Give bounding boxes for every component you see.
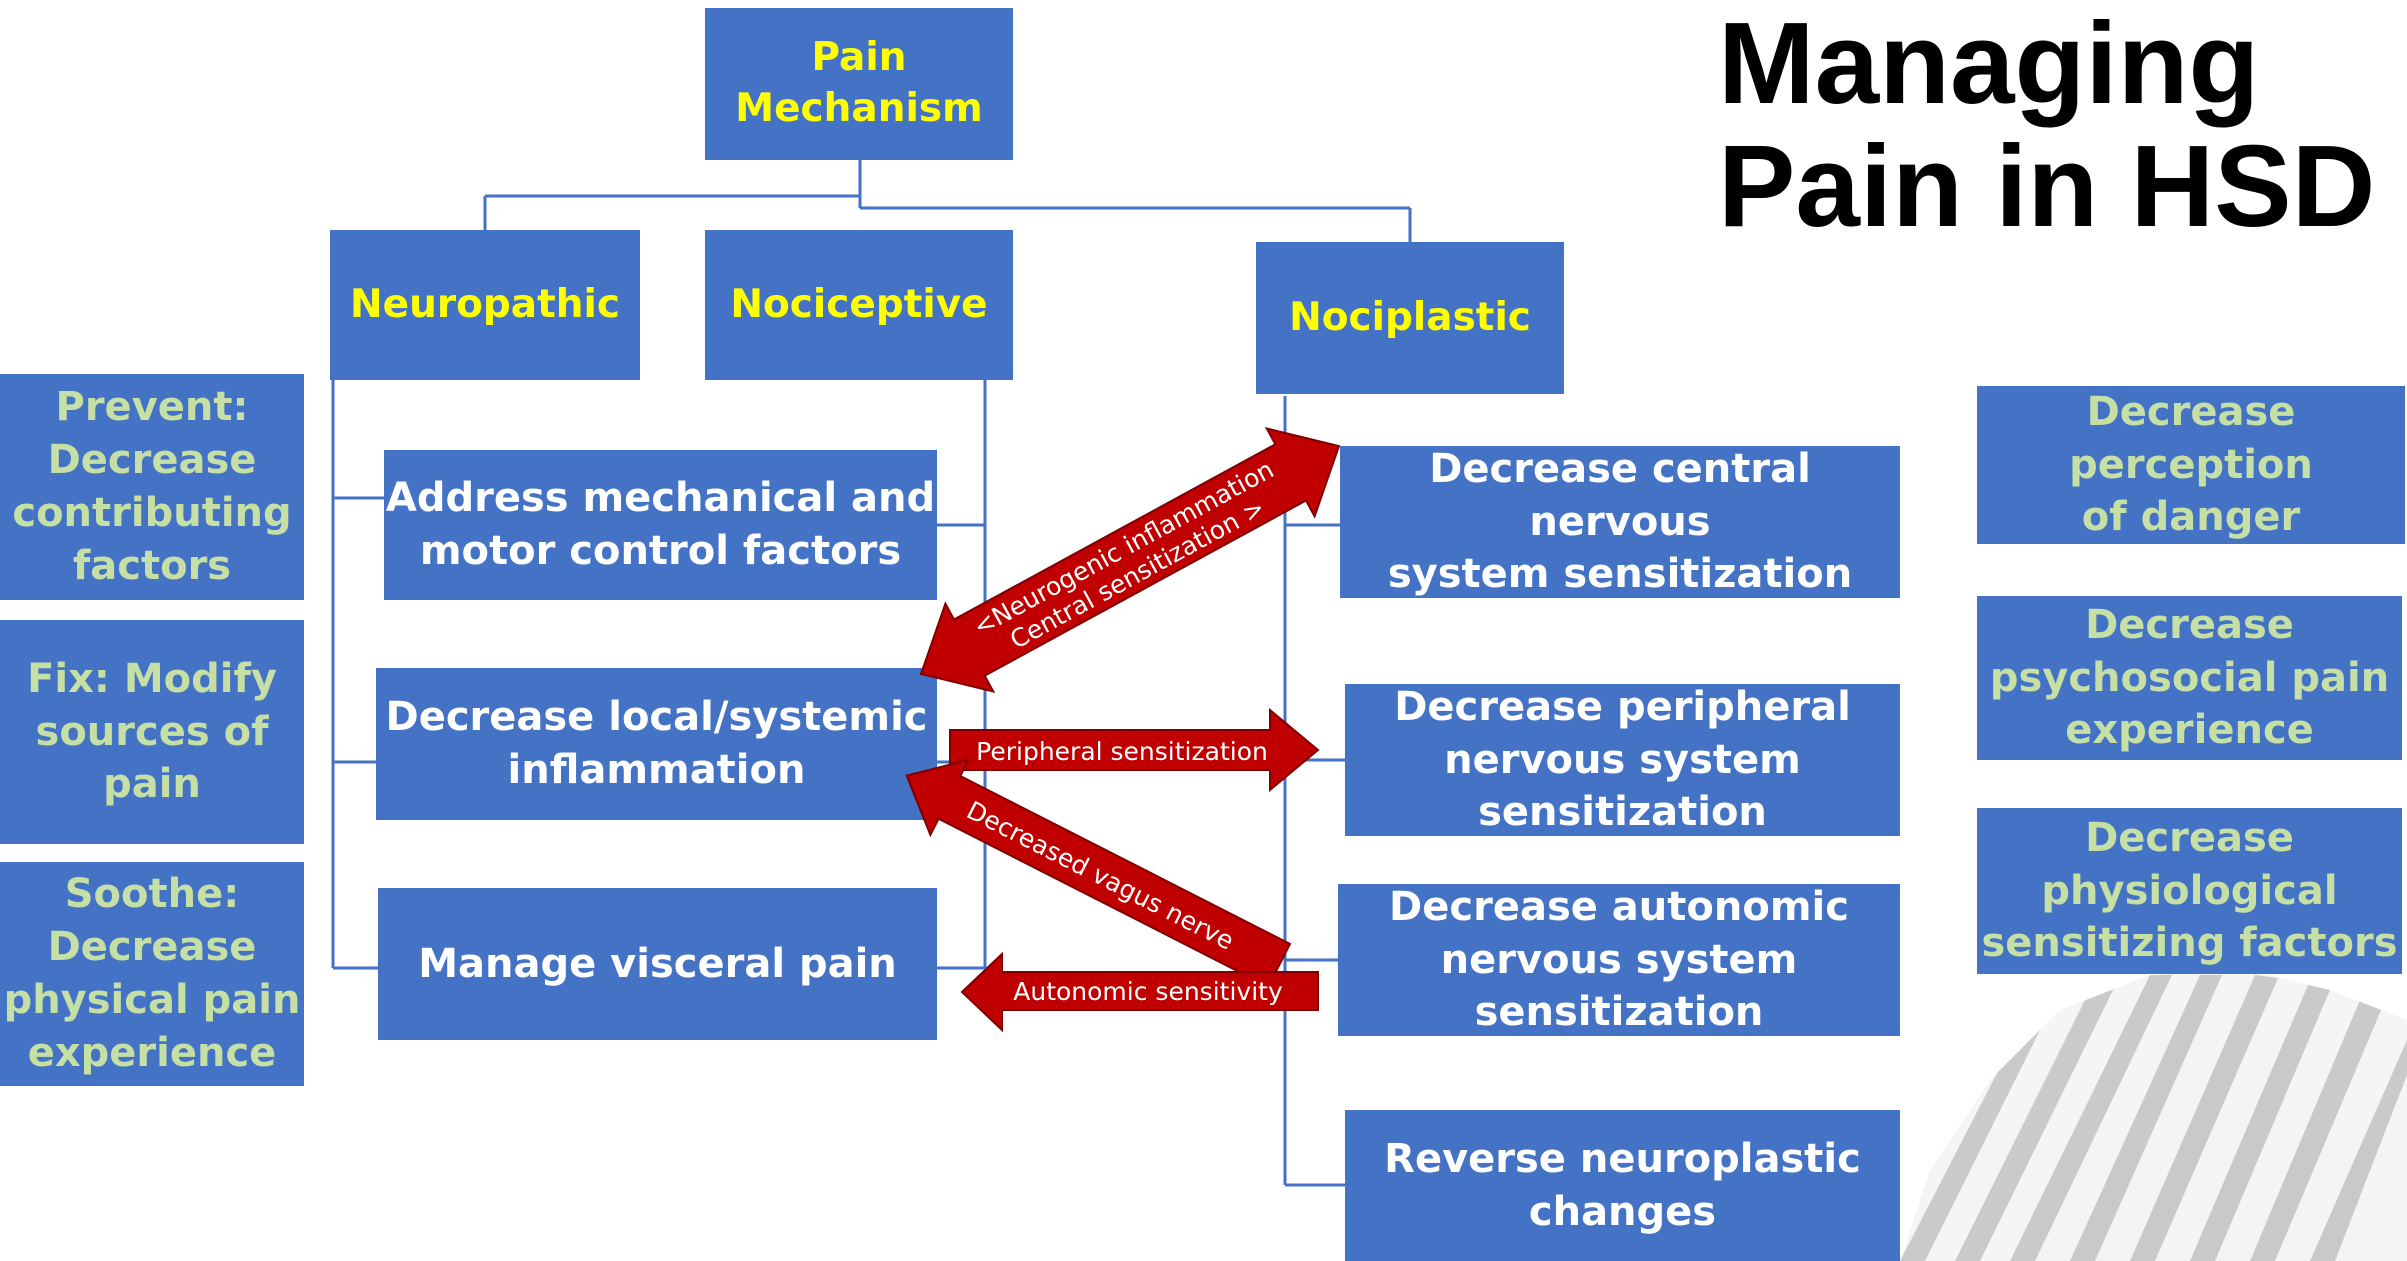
soothe-box: Soothe: Decrease physical pain experienc… <box>0 862 304 1086</box>
physiological-label: Decrease physiological sensitizing facto… <box>1981 814 2398 967</box>
central-sensitization-label: Decrease central nervous system sensitiz… <box>1387 445 1853 598</box>
psychosocial-box: Decrease psychosocial pain experience <box>1977 596 2402 760</box>
autonomic-sensitization-label: Decrease autonomic nervous system sensit… <box>1389 883 1849 1036</box>
autonomic-sensitivity-arrow <box>960 951 1319 1033</box>
psychosocial-label: Decrease psychosocial pain experience <box>1989 601 2390 754</box>
mechanical-motor-label: Address mechanical and motor control fac… <box>385 475 936 574</box>
central-sensitization-box: Decrease central nervous system sensitiz… <box>1340 446 1900 598</box>
nociplastic-box: Nociplastic <box>1256 242 1564 394</box>
peripheral-sensitization-arrow <box>949 707 1320 793</box>
pain-mechanism-box: Pain Mechanism <box>705 8 1013 160</box>
mechanical-motor-box: Address mechanical and motor control fac… <box>384 450 937 600</box>
nociceptive-box: Nociceptive <box>705 230 1013 380</box>
inflammation-box: Decrease local/systemic inflammation <box>376 668 937 820</box>
peripheral-arrow-label: Peripheral sensitization <box>976 737 1268 766</box>
perception-danger-label: Decrease perception of danger <box>2069 388 2313 541</box>
neurogenic-central-arrow <box>919 426 1341 694</box>
perception-danger-box: Decrease perception of danger <box>1977 386 2405 544</box>
nociplastic-label: Nociplastic <box>1289 294 1531 340</box>
prevent-label: Prevent: Decrease contributing factors <box>12 384 292 589</box>
peripheral-sensitization-label: Decrease peripheral nervous system sensi… <box>1394 683 1851 836</box>
pain-mechanism-label: Pain Mechanism <box>735 35 983 131</box>
neurogenic-arrow-label: <Neurogenic inflammation <box>968 455 1278 642</box>
fix-label: Fix: Modify sources of pain <box>27 655 277 808</box>
neuroplastic-label: Reverse neuroplastic changes <box>1384 1135 1861 1235</box>
physiological-box: Decrease physiological sensitizing facto… <box>1977 808 2402 974</box>
peripheral-sensitization-box: Decrease peripheral nervous system sensi… <box>1345 684 1900 836</box>
autonomic-arrow-label: Autonomic sensitivity <box>1013 977 1283 1006</box>
visceral-pain-label: Manage visceral pain <box>418 940 897 987</box>
soothe-label: Soothe: Decrease physical pain experienc… <box>3 871 301 1076</box>
nociceptive-label: Nociceptive <box>730 281 988 327</box>
inflammation-label: Decrease local/systemic inflammation <box>385 694 928 793</box>
neuropathic-label: Neuropathic <box>349 281 620 327</box>
fix-box: Fix: Modify sources of pain <box>0 620 304 844</box>
autonomic-sensitization-box: Decrease autonomic nervous system sensit… <box>1338 884 1900 1036</box>
visceral-pain-box: Manage visceral pain <box>378 888 937 1040</box>
prevent-box: Prevent: Decrease contributing factors <box>0 374 304 600</box>
vagus-arrow-label: Decreased vagus nerve <box>962 796 1238 956</box>
neuropathic-box: Neuropathic <box>330 230 640 380</box>
slide-title: Managing Pain in HSD <box>1718 0 2376 251</box>
neuroplastic-box: Reverse neuroplastic changes <box>1345 1110 1900 1261</box>
vagus-nerve-arrow <box>905 758 1292 989</box>
